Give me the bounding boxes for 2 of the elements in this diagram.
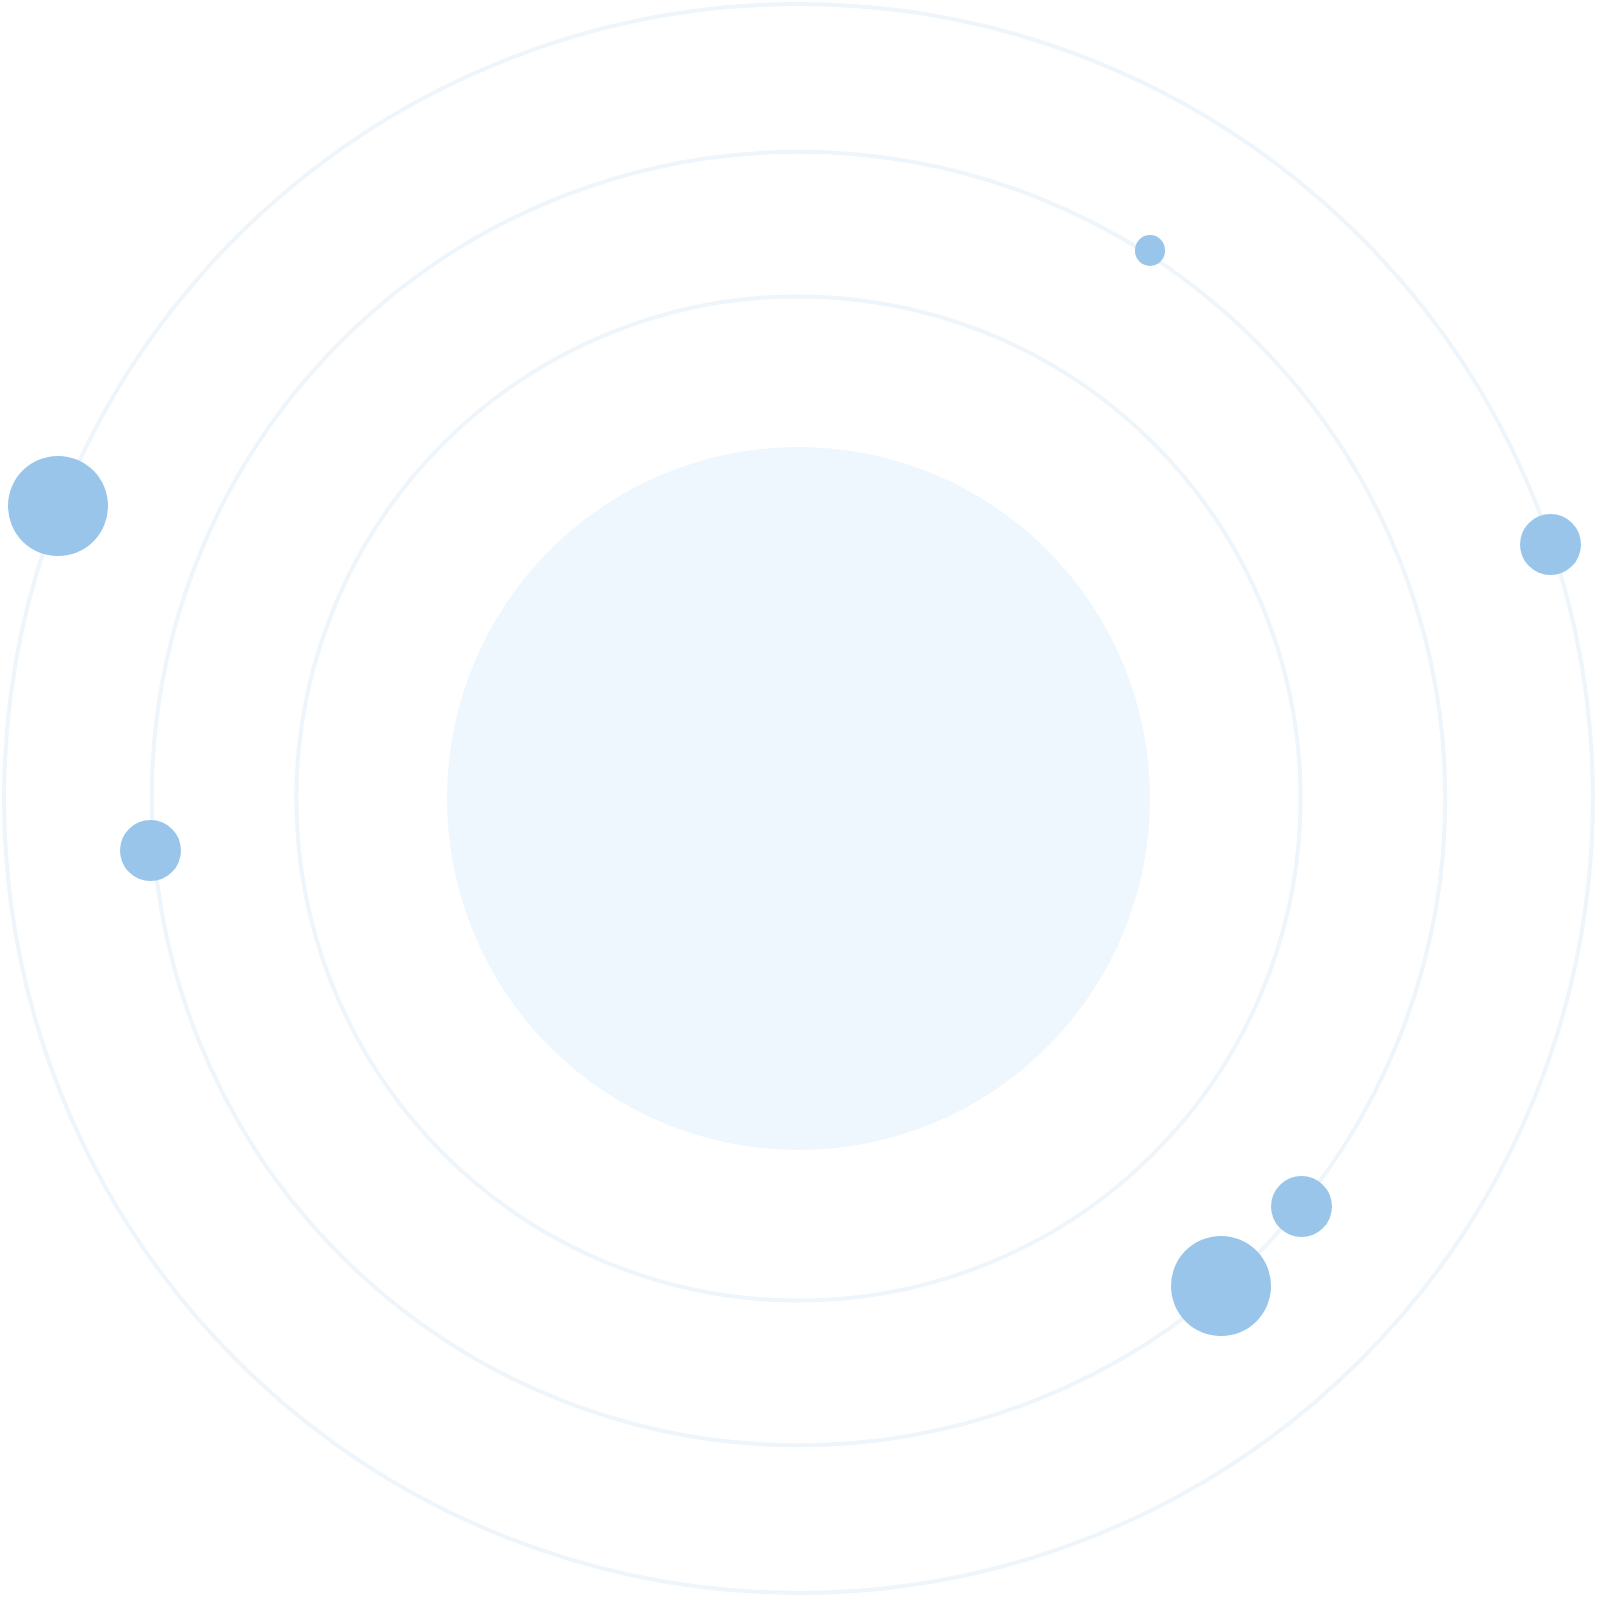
planet-dot [1271, 1176, 1333, 1238]
planet-dot [1134, 235, 1166, 266]
